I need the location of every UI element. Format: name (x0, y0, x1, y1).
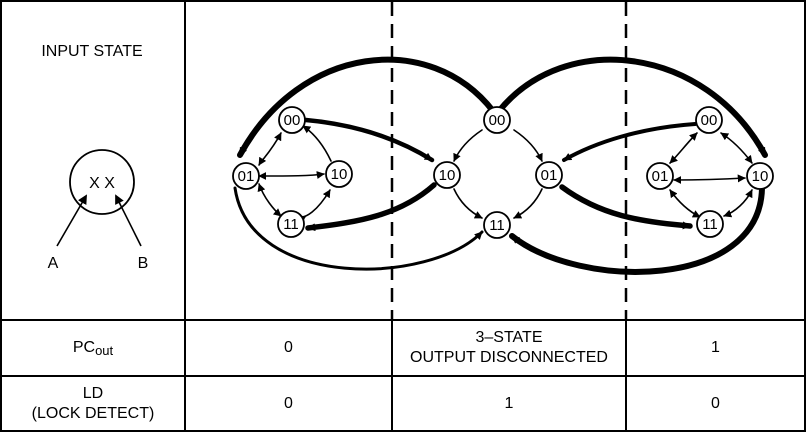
node-label: 01 (541, 167, 558, 184)
transition-arrow (257, 183, 282, 217)
transition-arrow (669, 132, 698, 164)
pc-out-value: 1 (711, 339, 720, 356)
ld-value-cell: 0 (186, 377, 391, 430)
node-label: 10 (439, 167, 456, 184)
pc-out-value-cell: 0 (186, 321, 391, 375)
left-cluster-arrows (257, 117, 437, 232)
legend-title: INPUT STATE (41, 43, 142, 60)
transition-arrow (496, 56, 768, 158)
ld-row-label: LD (LOCK DETECT) (2, 377, 184, 430)
transition-arrow (673, 174, 746, 184)
node-label: 11 (702, 216, 718, 233)
state-node (278, 106, 306, 134)
ld-label-line2: (LOCK DETECT) (31, 404, 155, 422)
transition-arrow (297, 189, 331, 224)
ld-value: 0 (711, 394, 720, 412)
transition-arrow (258, 171, 325, 180)
left-cluster-nodes: 00 01 10 11 (232, 106, 353, 238)
pc-out-label-sub: out (95, 343, 114, 358)
transition-arrow (237, 56, 496, 158)
center-cluster-arrows (453, 129, 543, 219)
input-b-label: B (138, 255, 149, 272)
node-label: 11 (283, 216, 299, 233)
node-label: 00 (489, 112, 506, 129)
state-node (483, 106, 511, 134)
node-label: 10 (331, 166, 348, 183)
input-b-arrow (115, 194, 142, 247)
state-node (277, 210, 305, 238)
transition-arrow (513, 129, 543, 162)
transition-arrow (562, 122, 697, 162)
pc-out-label-main: PC (72, 339, 96, 356)
state-node (232, 162, 260, 190)
transition-arrow (302, 125, 332, 162)
node-label: 01 (652, 168, 669, 185)
ld-value-cell: 0 (627, 377, 804, 430)
state-node (433, 161, 461, 189)
right-cluster-nodes: 00 01 10 11 (646, 106, 774, 238)
node-label: 10 (752, 168, 769, 185)
transition-arrow (233, 186, 484, 271)
right-cluster-arrows (559, 122, 753, 230)
legend-node-text: X X (89, 175, 115, 192)
transition-arrow (305, 182, 437, 232)
region-divider-dashed (390, 2, 628, 320)
state-node (646, 162, 674, 190)
state-node (535, 161, 563, 189)
pc-out-value-cell: 1 (627, 321, 804, 375)
transition-arrow (720, 132, 753, 164)
outer-transition-arrows (233, 56, 768, 275)
transition-arrow (513, 188, 543, 219)
state-node (325, 160, 353, 188)
state-node (746, 162, 774, 190)
node-label: 11 (489, 217, 505, 234)
input-a-arrow (56, 194, 87, 247)
node-label: 00 (701, 112, 718, 129)
node-label: 00 (284, 112, 301, 129)
ld-value: 0 (284, 394, 293, 412)
transition-arrow (669, 189, 701, 218)
transition-arrow (453, 188, 483, 219)
transition-arrow (453, 129, 483, 162)
pc-out-value: 3–STATE (475, 329, 543, 346)
transition-arrow (559, 184, 693, 230)
transition-arrow (509, 185, 765, 275)
center-cluster-nodes: 00 01 10 11 (433, 106, 563, 239)
transition-arrow (723, 189, 753, 218)
pc-out-value: 0 (284, 339, 293, 356)
state-node (483, 211, 511, 239)
pc-out-value-cell: 3–STATE OUTPUT DISCONNECTED (393, 321, 625, 375)
ld-value-cell: 1 (393, 377, 625, 430)
transition-arrow (303, 117, 435, 163)
ld-label-line1: LD (82, 384, 104, 402)
input-state-legend: INPUT STATE X X A B (41, 43, 148, 272)
state-node (695, 106, 723, 134)
ld-value: 1 (504, 394, 514, 412)
node-label: 01 (238, 168, 255, 185)
transition-arrow (258, 132, 282, 166)
pc-out-value: OUTPUT DISCONNECTED (410, 349, 608, 366)
state-node (696, 210, 724, 238)
input-a-label: A (48, 255, 59, 272)
